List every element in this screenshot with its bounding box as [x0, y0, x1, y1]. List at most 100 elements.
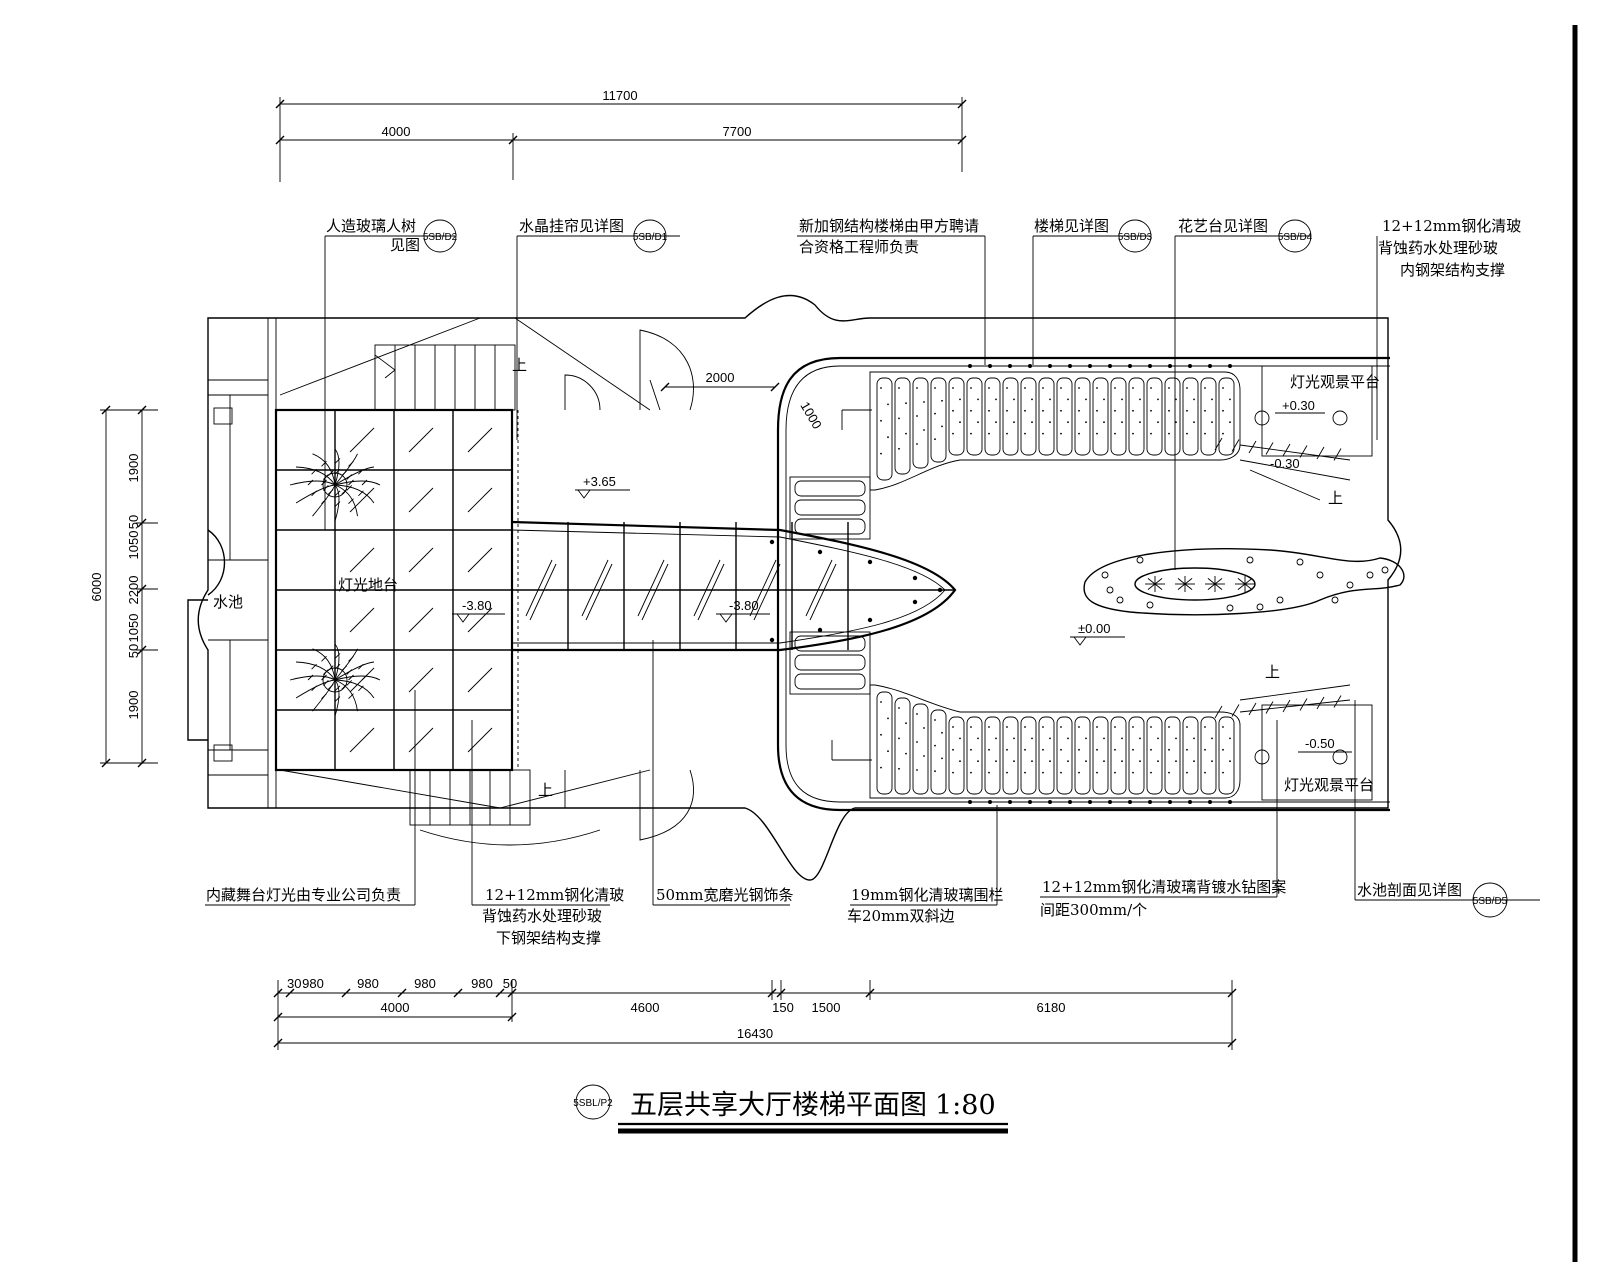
bed-pebble	[1366, 571, 1374, 579]
tread-texture	[1114, 432, 1116, 435]
glass-mark	[641, 563, 669, 621]
glass-mark	[749, 559, 777, 617]
tread-texture	[1042, 409, 1044, 412]
tread-texture	[1085, 760, 1087, 763]
dim-bot-150: 150	[772, 1000, 794, 1015]
tread-texture	[1157, 421, 1159, 424]
tread-texture	[1024, 409, 1026, 412]
callout-8-line2: 背蚀药水处理砂玻	[482, 907, 602, 925]
tread-texture	[1031, 760, 1033, 763]
dim-curve-1000: 1000	[797, 399, 824, 432]
tread-texture	[1150, 726, 1152, 728]
tread-texture	[1067, 398, 1069, 401]
callout-6-line3: 内钢架结构支撑	[1400, 261, 1505, 279]
tread-texture	[1096, 748, 1098, 751]
tread-texture	[1006, 387, 1008, 389]
tread-texture	[1013, 398, 1015, 401]
railing-post	[867, 559, 873, 565]
callout-8-line3: 下钢架结构支撑	[496, 929, 601, 947]
tread-texture	[880, 733, 882, 736]
tread-texture	[1031, 398, 1033, 401]
stair-tread	[1074, 377, 1091, 456]
tread-texture	[1049, 398, 1051, 401]
stair-tread	[1200, 377, 1217, 456]
level-upper: +3.65	[583, 474, 616, 489]
stair-tread	[1110, 377, 1127, 456]
railing-post	[988, 800, 992, 804]
palm-tree-lower	[289, 643, 381, 717]
tread-texture	[1103, 737, 1105, 740]
tread-texture	[1222, 409, 1224, 412]
u-stair-side-landings	[789, 476, 871, 695]
left-stair-upper: 上	[279, 317, 651, 411]
bridge-dimension: 2000 1000	[660, 370, 825, 432]
bed-plant	[1237, 577, 1246, 585]
callout-2-ref: 5SB/D1	[633, 232, 668, 243]
stair-tread	[1092, 716, 1109, 795]
stair-tread	[1182, 377, 1199, 456]
palm-frond	[295, 679, 336, 699]
railing-tick	[1316, 696, 1325, 710]
glass-mark	[805, 559, 833, 617]
railing-post	[817, 549, 823, 555]
tread-texture	[1096, 726, 1098, 728]
stair-tread	[1020, 716, 1037, 795]
railing-post	[1108, 800, 1112, 804]
bed-plant	[1207, 583, 1216, 591]
railing-post	[1108, 364, 1112, 368]
stair-tread	[984, 716, 1001, 795]
dim-left-d: 2200	[126, 576, 141, 605]
tread-texture	[1186, 409, 1188, 412]
callout-12-ref: 5SB/D5	[1473, 896, 1508, 907]
bed-plant	[1184, 583, 1193, 591]
tread-texture	[934, 412, 936, 415]
dim-tick	[397, 988, 407, 998]
bed-plant	[1177, 583, 1186, 591]
stair-tread	[1038, 716, 1055, 795]
tread-texture	[1085, 737, 1087, 740]
callout-11-line2: 间距300mm/个	[1040, 901, 1147, 919]
callout-3-line1: 新加钢结构楼梯由甲方聘请	[799, 217, 979, 235]
tread-texture	[1103, 398, 1105, 401]
glass-mark	[467, 547, 493, 573]
stair-tread	[1038, 377, 1055, 456]
palm-frond	[307, 479, 327, 486]
dim-left-f: 1050	[126, 614, 141, 643]
tread-texture	[1150, 771, 1152, 774]
callout-4: 楼梯见详图	[1034, 217, 1109, 235]
dim-bot-980-4: 980	[471, 976, 493, 991]
tread-texture	[880, 452, 882, 455]
tread-texture	[934, 719, 936, 721]
callout-2: 水晶挂帘见详图	[519, 217, 624, 235]
stair-tread	[966, 377, 983, 456]
railing-post	[1168, 800, 1172, 804]
stair-tread	[948, 716, 965, 795]
railing-post	[1028, 364, 1032, 368]
tread-texture	[995, 421, 997, 424]
tread-texture	[970, 409, 972, 412]
glass-mark	[809, 563, 837, 621]
tread-texture	[1049, 737, 1051, 740]
tread-texture	[988, 726, 990, 728]
tread-texture	[923, 401, 925, 403]
palm-frond	[346, 680, 364, 692]
palm-frond	[334, 679, 375, 699]
railing-post	[1188, 364, 1192, 368]
palm-frond	[312, 484, 336, 517]
tread-texture	[1078, 771, 1080, 774]
tread-texture	[1150, 387, 1152, 389]
palm-frond	[334, 448, 340, 486]
dim-tick	[767, 988, 777, 998]
up-label-4: 上	[1265, 663, 1280, 681]
tread-texture	[1204, 409, 1206, 412]
tread-texture	[1078, 432, 1080, 435]
palm-frond	[334, 661, 375, 681]
railing-post	[1068, 364, 1072, 368]
tread-texture	[1150, 432, 1152, 435]
title-scale: 1:80	[935, 1090, 996, 1121]
bed-pebble	[1381, 566, 1389, 574]
level-pit: -3.80	[462, 598, 492, 613]
dim-tick	[507, 1012, 517, 1022]
glass-mark	[408, 427, 434, 453]
